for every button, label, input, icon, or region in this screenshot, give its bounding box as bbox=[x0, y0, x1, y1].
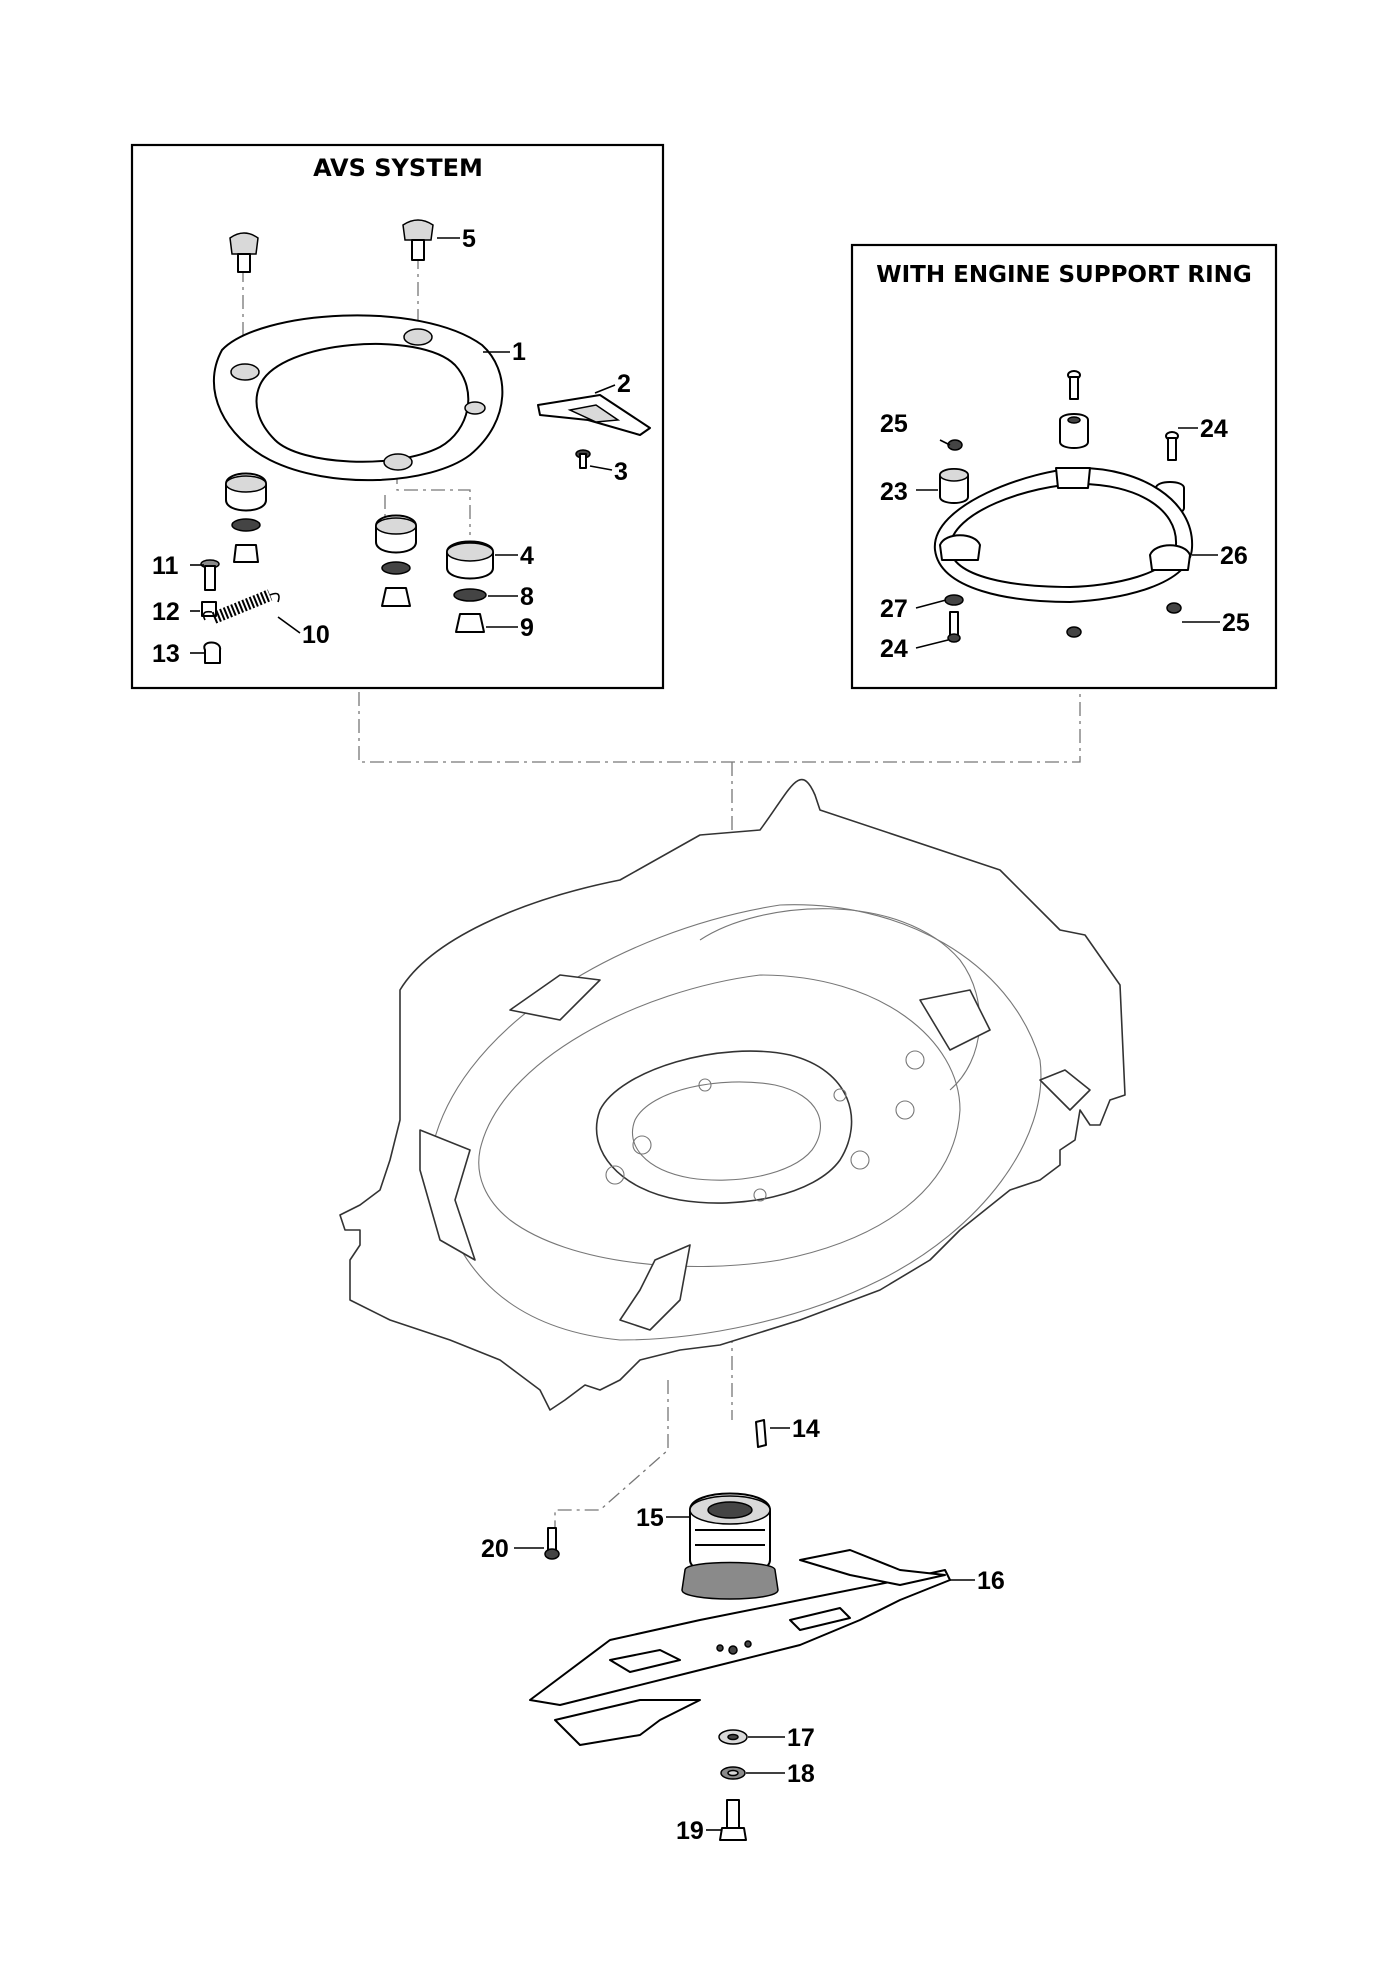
deck-screw bbox=[544, 1527, 560, 1560]
callout-20: 20 bbox=[481, 1535, 509, 1563]
callout-2: 2 bbox=[617, 370, 631, 398]
avs-washer-right bbox=[453, 588, 487, 602]
callout-5: 5 bbox=[462, 225, 476, 253]
callout-13: 13 bbox=[152, 640, 180, 668]
callout-12: 12 bbox=[152, 598, 180, 626]
ring-spacer-top bbox=[1059, 413, 1089, 449]
engine-support-ring-frame bbox=[850, 243, 1278, 690]
callout-labels: 5 1 2 3 4 8 9 10 11 12 13 24 25 23 26 27… bbox=[152, 225, 1250, 1845]
avs-spring-10 bbox=[202, 589, 280, 624]
ring-nut-right bbox=[1166, 602, 1182, 614]
avs-nut-center bbox=[381, 587, 411, 607]
blade-key bbox=[755, 1419, 767, 1448]
callout-17: 17 bbox=[787, 1724, 815, 1752]
ring-spacer-23 bbox=[939, 468, 969, 504]
avs-system-frame bbox=[130, 143, 665, 690]
cutting-blade bbox=[529, 1549, 951, 1746]
callout-25-top: 25 bbox=[880, 410, 908, 438]
blade-washer-17 bbox=[718, 1729, 748, 1745]
ring-washer-27 bbox=[944, 594, 964, 606]
callout-25-bottom: 25 bbox=[1222, 609, 1250, 637]
callout-4: 4 bbox=[520, 542, 534, 570]
callout-16: 16 bbox=[977, 1567, 1005, 1595]
callout-19: 19 bbox=[676, 1817, 704, 1845]
ring-bolt-top bbox=[1067, 370, 1081, 400]
engine-support-ring bbox=[933, 467, 1194, 603]
callout-26: 26 bbox=[1220, 542, 1248, 570]
avs-pin-13 bbox=[203, 641, 222, 664]
avs-bolt-11 bbox=[200, 559, 220, 591]
callout-10: 10 bbox=[302, 621, 330, 649]
avs-washer-center bbox=[381, 561, 411, 575]
avs-nut-right bbox=[455, 613, 485, 633]
blade-bolt bbox=[719, 1799, 747, 1841]
callout-11: 11 bbox=[152, 552, 179, 580]
leader-lines bbox=[190, 237, 1220, 1831]
ring-bolt-bottom bbox=[947, 611, 961, 643]
avs-rubber-mount-right bbox=[446, 540, 494, 580]
avs-screw bbox=[575, 449, 591, 469]
callout-24-bottom: 24 bbox=[880, 635, 908, 663]
blade-washer-18 bbox=[720, 1766, 746, 1780]
callout-1: 1 bbox=[512, 338, 526, 366]
callout-3: 3 bbox=[614, 458, 628, 486]
ring-bolt-right bbox=[1165, 431, 1179, 461]
avs-washer-left bbox=[231, 518, 261, 532]
avs-vibration-ring bbox=[212, 314, 504, 482]
callout-9: 9 bbox=[520, 614, 534, 642]
callout-27: 27 bbox=[880, 595, 908, 623]
ring-nut-top bbox=[947, 439, 963, 451]
callout-23: 23 bbox=[880, 478, 908, 506]
callout-14: 14 bbox=[792, 1415, 820, 1443]
avs-nut-left bbox=[233, 544, 259, 563]
ring-nut-bottom bbox=[1066, 626, 1082, 638]
avs-bolt-right bbox=[402, 219, 434, 261]
avs-rubber-mount-center bbox=[375, 514, 417, 554]
callout-24-top: 24 bbox=[1200, 415, 1228, 443]
engine-support-ring-title: WITH ENGINE SUPPORT RING bbox=[876, 262, 1252, 288]
callout-15: 15 bbox=[636, 1504, 664, 1532]
avs-bolt-left bbox=[229, 232, 259, 273]
avs-rubber-mount-left bbox=[225, 472, 267, 512]
avs-system-title: AVS SYSTEM bbox=[313, 154, 483, 182]
blade-adapter bbox=[681, 1492, 779, 1600]
mower-deck bbox=[339, 778, 1126, 1411]
callout-8: 8 bbox=[520, 583, 534, 611]
callout-18: 18 bbox=[787, 1760, 815, 1788]
engine-support-ring-panel: WITH ENGINE SUPPORT RING bbox=[850, 243, 1278, 690]
avs-system-panel: AVS SYSTEM bbox=[130, 143, 665, 690]
avs-slider-plate bbox=[537, 394, 651, 436]
